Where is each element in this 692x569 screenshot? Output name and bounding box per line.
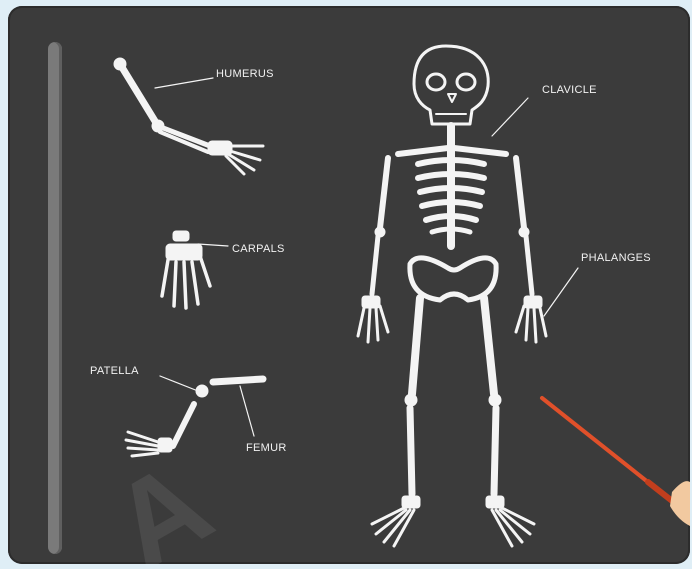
label-patella: PATELLA (90, 365, 139, 377)
hand-bones-icon (162, 231, 210, 308)
label-clavicle: CLAVICLE (542, 84, 597, 96)
chalkboard: HUMERUS CLAVICLE CARPALS PHALANGES PATEL… (8, 6, 690, 564)
label-femur: FEMUR (246, 442, 287, 454)
skeleton-icon (358, 46, 546, 546)
leg-bones-icon (126, 379, 263, 456)
label-phalanges: PHALANGES (581, 252, 651, 264)
label-humerus: HUMERUS (216, 68, 274, 80)
label-carpals: CARPALS (232, 243, 285, 255)
pointer-icon (542, 398, 690, 526)
